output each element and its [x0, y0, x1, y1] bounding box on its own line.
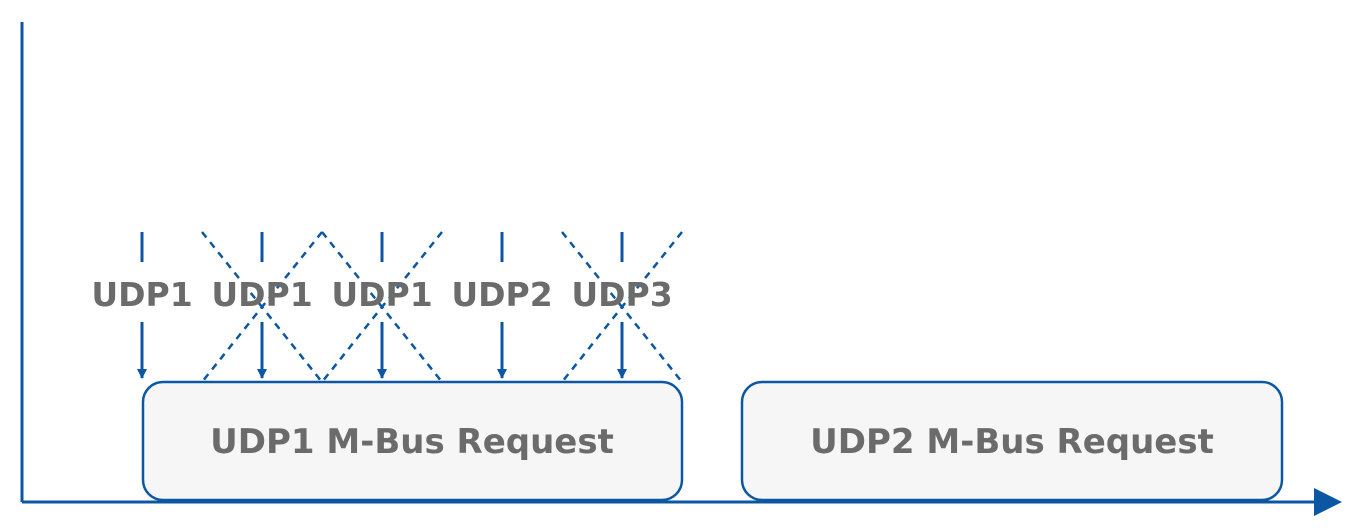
cross-line [561, 231, 683, 383]
packet-label: UDP2 [451, 275, 552, 314]
cross-line [321, 231, 443, 383]
request-box-udp2: UDP2 M-Bus Request [740, 380, 1284, 502]
packet-label: UDP3 [571, 275, 672, 314]
x-axis-arrow-icon [1314, 488, 1342, 516]
cross-line [201, 231, 323, 383]
packet-udp1-accepted: UDP1 [91, 232, 193, 379]
request-label: UDP1 M-Bus Request [210, 422, 614, 462]
packet-udp2-accepted: UDP2 [451, 232, 553, 379]
packet-label: UDP1 [331, 275, 432, 314]
request-label: UDP2 M-Bus Request [810, 422, 1214, 462]
packet-label: UDP1 [211, 275, 312, 314]
request-box-udp1: UDP1 M-Bus Request [141, 380, 684, 502]
packet-udp1-rejected: UDP1 [201, 231, 323, 383]
packet-udp1-rejected-2: UDP1 [321, 231, 443, 383]
packet-label: UDP1 [91, 275, 192, 314]
packet-udp3-rejected: UDP3 [561, 231, 683, 383]
